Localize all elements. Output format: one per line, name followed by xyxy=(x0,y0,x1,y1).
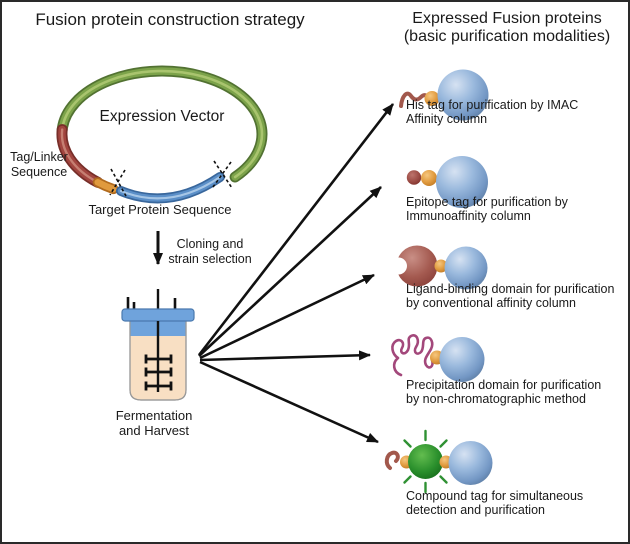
left-panel-title: Fusion protein construction strategy xyxy=(35,10,305,29)
ligand-binding-domain-sphere xyxy=(396,245,438,287)
tag-linker-sequence-label: Tag/Linker Sequence xyxy=(10,150,68,179)
precipitation-domain-label: Precipitation domain for purification by… xyxy=(406,378,602,406)
linker-bead xyxy=(421,170,437,186)
epitope-tag-label: Epitope tag for purification by Immunoaf… xyxy=(406,195,568,223)
right-title-line-1: Expressed Fusion proteins xyxy=(412,10,602,27)
detection-tag-sphere xyxy=(408,444,443,479)
target-protein-sphere xyxy=(444,246,488,290)
target-protein-sequence-label: Target Protein Sequence xyxy=(88,202,232,217)
arrow-to-precipitation-domain xyxy=(199,350,371,362)
detection-rays xyxy=(403,429,448,494)
precipitation-domain-fusion-protein-icon xyxy=(391,334,485,382)
linker-bead xyxy=(424,91,440,106)
fermenter-icon xyxy=(121,289,195,401)
ligand-binding-domain-label: Ligand-binding domain for purification b… xyxy=(406,282,615,310)
his-tag-label: His tag for purification by IMAC Affinit… xyxy=(406,98,579,126)
expression-vector-label: Expression Vector xyxy=(99,108,225,125)
arrow-to-compound-tag xyxy=(199,360,379,444)
ligand-binding-domain-fusion-protein-icon xyxy=(390,245,488,290)
his-tag-squiggle xyxy=(399,91,429,108)
target-protein-sphere xyxy=(439,337,485,382)
fermenter-impeller xyxy=(144,354,173,391)
precipitation-domain-squiggle xyxy=(391,334,434,377)
linker-bead xyxy=(434,259,448,273)
epitope-tag-bead xyxy=(406,170,422,185)
compound-tag-label: Compound tag for simultaneous detection … xyxy=(406,489,584,517)
his-tag-fusion-protein-icon xyxy=(399,69,489,121)
expression-arrows xyxy=(197,103,395,444)
expression-vector-plasmid xyxy=(56,65,268,204)
target-protein-sphere xyxy=(448,441,493,485)
epitope-tag-fusion-protein-icon xyxy=(406,156,488,208)
cloning-step-label: Cloning and strain selection xyxy=(168,237,252,266)
arrow-to-his-tag xyxy=(197,103,395,356)
right-title-line-2: (basic purification modalities) xyxy=(403,28,611,45)
fermentation-harvest-label: Fermentation and Harvest xyxy=(115,408,193,438)
right-panel-title: Expressed Fusion proteins (basic purific… xyxy=(388,10,626,46)
ligation-site-left-icon xyxy=(109,168,127,197)
fermenter-lid xyxy=(121,308,195,322)
arrow-to-ligand-domain xyxy=(199,273,375,360)
target-protein-sphere xyxy=(437,69,489,121)
target-protein-sphere xyxy=(436,156,488,208)
ligand-binding-pocket xyxy=(390,257,407,275)
peptide-tag-squiggle xyxy=(384,450,400,470)
arrow-to-epitope-tag xyxy=(198,186,382,357)
compound-tag-fusion-protein-icon xyxy=(384,429,493,494)
